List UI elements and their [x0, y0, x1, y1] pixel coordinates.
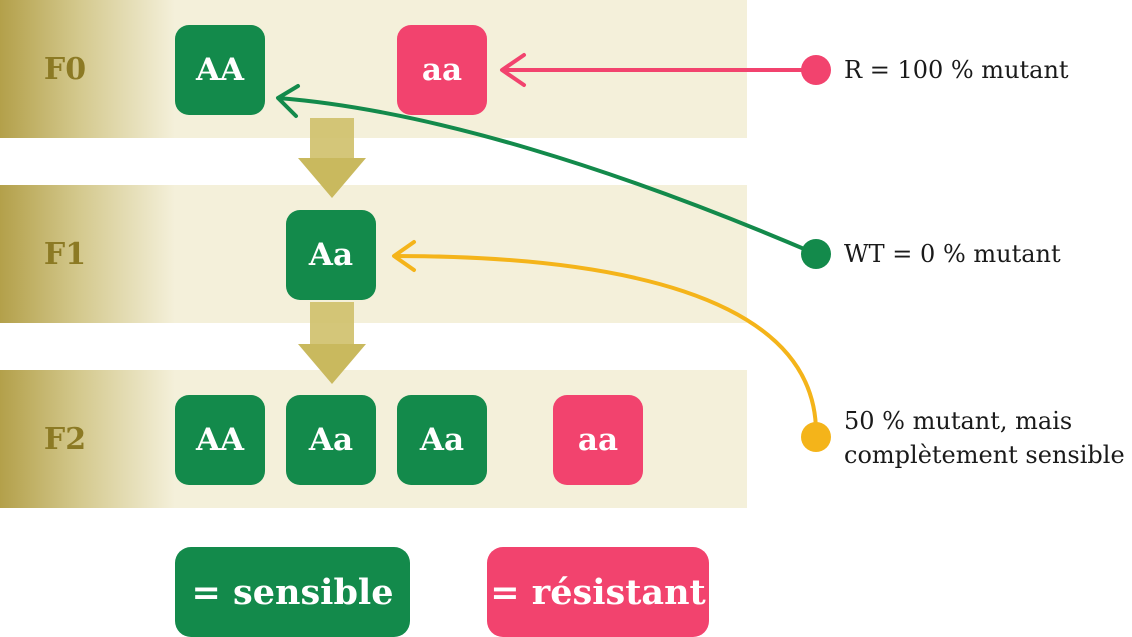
- genotype-box-f0-aa-dominant: AA: [175, 25, 265, 115]
- wildtype-annotation-arrow: [276, 84, 831, 269]
- genotype-box-f2-2: Aa: [286, 395, 376, 485]
- genotype-box-f2-3: Aa: [397, 395, 487, 485]
- genotype-box-f2-1: AA: [175, 395, 265, 485]
- legend-resistant: = résistant: [487, 547, 709, 637]
- down-arrow-f1-f2: [298, 302, 366, 384]
- genotype-box-f1-heterozygous: Aa: [286, 210, 376, 300]
- genotype-box-f2-4: aa: [553, 395, 643, 485]
- generation-label-f2: F2: [43, 421, 87, 457]
- generation-label-f1: F1: [43, 236, 87, 272]
- heterozygous-annotation-arrow: [392, 240, 831, 452]
- annotation-resistant: R = 100 % mutant: [844, 56, 1069, 84]
- genotype-box-f0-aa-recessive: aa: [397, 25, 487, 115]
- annotation-heterozygous: 50 % mutant, mais complètement sensible: [844, 404, 1125, 472]
- down-arrow-f0-f1: [298, 118, 366, 198]
- annotation-wildtype: WT = 0 % mutant: [844, 240, 1061, 268]
- annotation-heterozygous-line2: complètement sensible: [844, 441, 1125, 469]
- generation-band-f1: F1: [0, 185, 747, 323]
- generation-label-f0: F0: [43, 51, 87, 87]
- annotation-heterozygous-line1: 50 % mutant, mais: [844, 407, 1073, 435]
- legend-sensible: = sensible: [175, 547, 410, 637]
- resistant-annotation-arrow: [500, 53, 831, 87]
